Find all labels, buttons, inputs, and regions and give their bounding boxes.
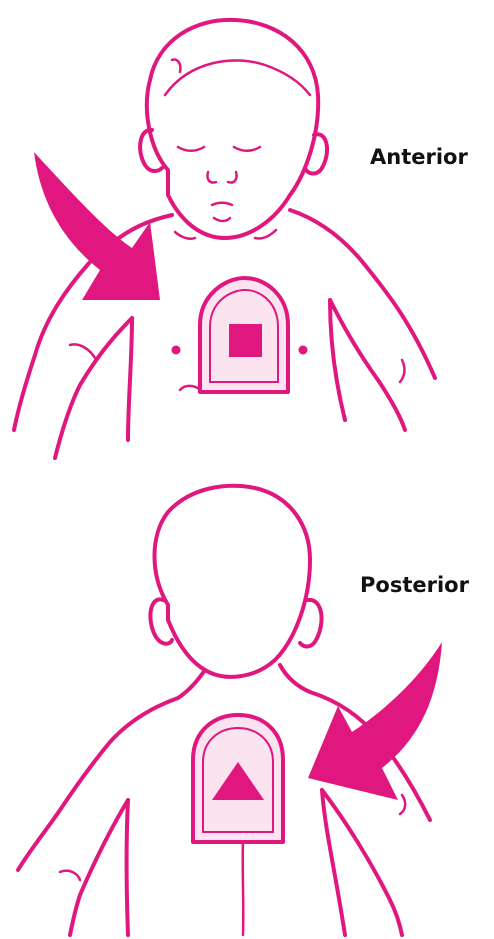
posterior-right-arm-crease bbox=[400, 795, 405, 814]
posterior-torso-right-side bbox=[322, 790, 345, 935]
posterior-left-arm-inner bbox=[70, 800, 128, 935]
anterior-pad-square-symbol bbox=[229, 324, 262, 357]
posterior-figure bbox=[18, 486, 442, 935]
anterior-hair-line bbox=[165, 60, 310, 95]
anterior-mouth bbox=[212, 203, 232, 205]
posterior-neck-right bbox=[280, 665, 310, 692]
anterior-figure bbox=[14, 20, 435, 458]
posterior-head-outline bbox=[155, 486, 311, 677]
posterior-label: Posterior bbox=[360, 573, 469, 597]
anterior-neck-fold-right bbox=[255, 230, 276, 239]
posterior-spine-line bbox=[243, 842, 244, 935]
anterior-chin bbox=[214, 218, 230, 221]
anterior-left-nipple bbox=[172, 346, 181, 355]
posterior-neck-left bbox=[178, 670, 205, 698]
posterior-left-arm-crease bbox=[60, 871, 80, 880]
anterior-left-arm-inner bbox=[55, 318, 132, 458]
anterior-label: Anterior bbox=[370, 145, 468, 169]
anterior-left-arm-crease bbox=[70, 344, 95, 358]
anterior-belly-fold bbox=[180, 386, 200, 390]
posterior-arrow bbox=[308, 642, 442, 800]
posterior-torso-left-side bbox=[127, 800, 129, 935]
posterior-left-shoulder bbox=[18, 698, 178, 870]
anterior-neck-fold-left bbox=[175, 232, 195, 239]
anterior-right-shoulder bbox=[290, 210, 435, 378]
anterior-right-eye bbox=[234, 147, 260, 151]
anterior-nose bbox=[207, 172, 236, 183]
anterior-torso-left-side bbox=[128, 318, 132, 440]
anterior-right-nipple bbox=[299, 346, 308, 355]
anterior-right-arm-crease bbox=[400, 360, 404, 382]
anterior-hair-wisp bbox=[172, 60, 180, 73]
anterior-left-eye bbox=[178, 147, 204, 151]
